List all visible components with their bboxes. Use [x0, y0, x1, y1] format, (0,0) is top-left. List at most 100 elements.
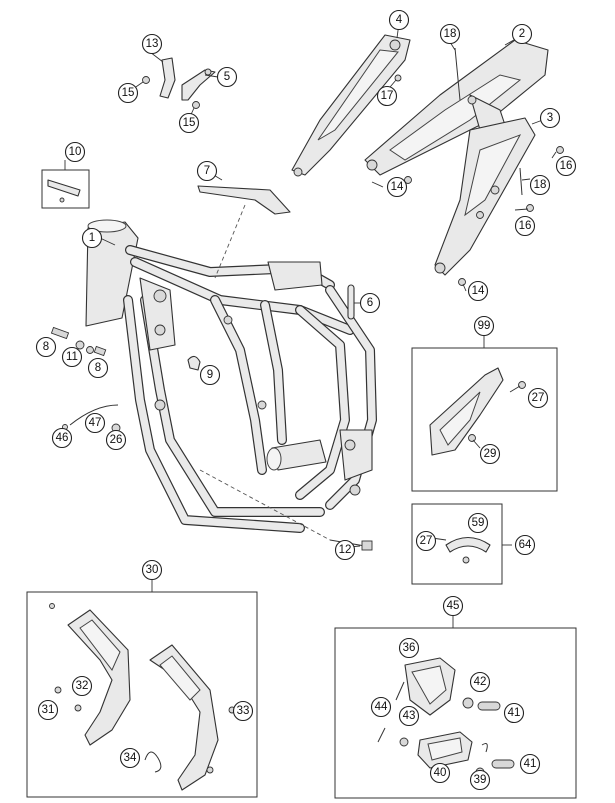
callout-29[interactable]: 29 [479, 443, 501, 465]
svg-text:40: 40 [434, 767, 447, 779]
svg-text:12: 12 [339, 544, 352, 556]
cable-clip-6[interactable] [347, 284, 355, 320]
callout-34[interactable]: 34 [119, 747, 141, 769]
callout-43[interactable]: 43 [398, 705, 420, 727]
svg-text:4: 4 [396, 14, 403, 26]
callout-33[interactable]: 33 [232, 700, 254, 722]
bracket-13[interactable] [142, 57, 176, 99]
part-45-box [334, 627, 577, 799]
svg-text:27: 27 [420, 535, 433, 547]
svg-text:14: 14 [472, 285, 485, 297]
callout-13[interactable]: 13 [141, 33, 163, 55]
callout-10[interactable]: 10 [64, 141, 86, 163]
callout-46[interactable]: 46 [51, 427, 73, 449]
callout-59[interactable]: 59 [467, 512, 489, 534]
callout-41-upper[interactable]: 41 [503, 702, 525, 724]
svg-text:18: 18 [534, 179, 547, 191]
callout-14-lower[interactable]: 14 [467, 280, 489, 302]
svg-text:43: 43 [403, 710, 416, 722]
svg-text:26: 26 [110, 434, 123, 446]
callout-16-lower[interactable]: 16 [514, 215, 536, 237]
svg-text:16: 16 [519, 220, 532, 232]
callout-27-upper[interactable]: 27 [527, 387, 549, 409]
svg-text:29: 29 [484, 448, 497, 460]
callout-8-upper[interactable]: 8 [35, 336, 57, 358]
svg-text:41: 41 [508, 707, 521, 719]
callout-15-lower[interactable]: 15 [178, 112, 200, 134]
svg-text:2: 2 [519, 28, 525, 40]
svg-text:1: 1 [89, 232, 95, 244]
callout-64[interactable]: 64 [514, 534, 536, 556]
svg-text:44: 44 [375, 701, 388, 713]
frame-protector-right[interactable] [149, 644, 236, 791]
rear-frame-strut[interactable] [291, 34, 411, 177]
svg-text:32: 32 [76, 680, 89, 692]
hardware-8-11[interactable] [50, 326, 107, 357]
callout-42[interactable]: 42 [469, 671, 491, 693]
callout-4[interactable]: 4 [388, 9, 410, 31]
part-10-box [41, 169, 90, 209]
callout-36[interactable]: 36 [398, 637, 420, 659]
callout-47[interactable]: 47 [84, 412, 106, 434]
subframe-lower-part[interactable] [434, 117, 536, 276]
svg-text:46: 46 [56, 432, 69, 444]
clip-9[interactable] [187, 355, 201, 371]
chain-guide-plate[interactable] [197, 185, 291, 279]
callout-39[interactable]: 39 [469, 769, 491, 791]
svg-text:9: 9 [207, 369, 213, 381]
callout-45[interactable]: 45 [442, 595, 464, 617]
svg-text:6: 6 [367, 297, 373, 309]
callout-7[interactable]: 7 [196, 160, 218, 182]
callout-32[interactable]: 32 [71, 675, 93, 697]
callout-14-upper[interactable]: 14 [386, 176, 408, 198]
callout-15-upper[interactable]: 15 [117, 82, 139, 104]
callout-16-upper[interactable]: 16 [555, 155, 577, 177]
callout-44[interactable]: 44 [370, 696, 392, 718]
svg-text:64: 64 [519, 539, 532, 551]
part-10-kit[interactable] [47, 179, 81, 203]
svg-text:47: 47 [89, 417, 102, 429]
callout-99[interactable]: 99 [473, 315, 495, 337]
callout-26[interactable]: 26 [105, 429, 127, 451]
svg-text:3: 3 [547, 112, 553, 124]
strap-34[interactable] [144, 751, 162, 773]
svg-text:15: 15 [183, 117, 196, 129]
svg-text:7: 7 [204, 165, 210, 177]
callout-6[interactable]: 6 [359, 292, 381, 314]
svg-text:8: 8 [95, 362, 101, 374]
callout-41-lower[interactable]: 41 [519, 753, 541, 775]
callout-8-lower[interactable]: 8 [87, 357, 109, 379]
svg-text:99: 99 [478, 320, 491, 332]
callout-18-lower[interactable]: 18 [529, 174, 551, 196]
bracket-5[interactable] [181, 68, 216, 109]
callout-31[interactable]: 31 [37, 699, 59, 721]
footrest-upper[interactable] [395, 657, 501, 716]
callout-27-lower[interactable]: 27 [415, 530, 437, 552]
subframe[interactable] [364, 39, 549, 176]
callout-11[interactable]: 11 [61, 346, 83, 368]
callout-3[interactable]: 3 [539, 107, 561, 129]
protector-99[interactable] [429, 367, 526, 456]
svg-text:13: 13 [146, 38, 159, 50]
svg-text:30: 30 [146, 564, 159, 576]
main-frame[interactable] [85, 219, 377, 533]
svg-text:34: 34 [124, 752, 137, 764]
svg-text:18: 18 [444, 28, 457, 40]
chain-guide-64[interactable] [431, 536, 491, 564]
callout-1[interactable]: 1 [81, 227, 103, 249]
callout-2[interactable]: 2 [511, 23, 533, 45]
bolts-14-16-17-18[interactable] [394, 47, 564, 286]
frame-protector-left[interactable] [49, 603, 131, 746]
callout-5[interactable]: 5 [216, 66, 238, 88]
svg-text:14: 14 [391, 181, 404, 193]
footrest-lower[interactable] [377, 727, 515, 777]
callout-40[interactable]: 40 [429, 762, 451, 784]
callout-18-upper[interactable]: 18 [439, 23, 461, 45]
callout-12[interactable]: 12 [334, 539, 356, 561]
callout-9[interactable]: 9 [199, 364, 221, 386]
callout-17[interactable]: 17 [376, 85, 398, 107]
svg-text:33: 33 [237, 705, 250, 717]
svg-text:59: 59 [472, 517, 485, 529]
callout-30[interactable]: 30 [141, 559, 163, 581]
part-30-box [26, 591, 258, 798]
